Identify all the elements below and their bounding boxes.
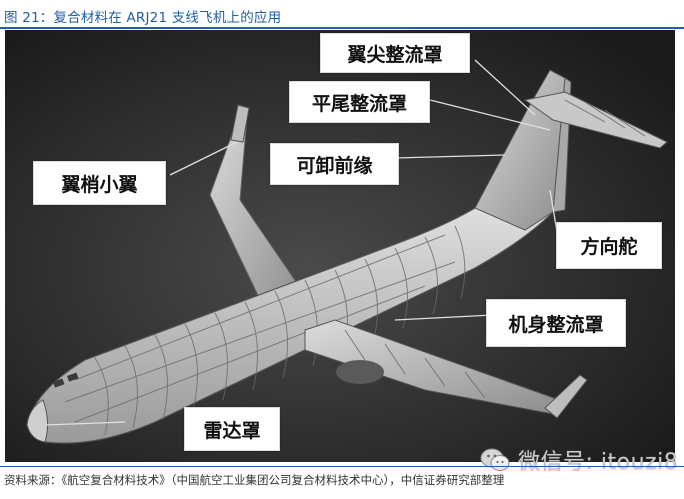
source-rule [0,466,684,467]
callout-radome: 雷达罩 [184,407,280,451]
source-note: 资料来源：《航空复合材料技术》（中国航空工业集团公司复合材料技术中心），中信证券… [4,473,505,487]
title-rule [0,27,684,29]
callout-fuselage-fairing: 机身整流罩 [486,299,626,347]
callout-removable-leading-edge: 可卸前缘 [270,143,399,185]
watermark: 微信号: itouzi8 [480,440,678,480]
callout-winglet: 翼梢小翼 [33,161,166,205]
wechat-icon [480,447,510,473]
figure-title: 图 21：复合材料在 ARJ21 支线飞机上的应用 [4,10,282,26]
watermark-text: 微信号: itouzi8 [518,450,679,475]
callout-horizontal-tail-fairing: 平尾整流罩 [289,81,430,123]
callout-rudder: 方向舵 [556,222,662,269]
callout-wingtip-fairing: 翼尖整流罩 [320,33,470,73]
